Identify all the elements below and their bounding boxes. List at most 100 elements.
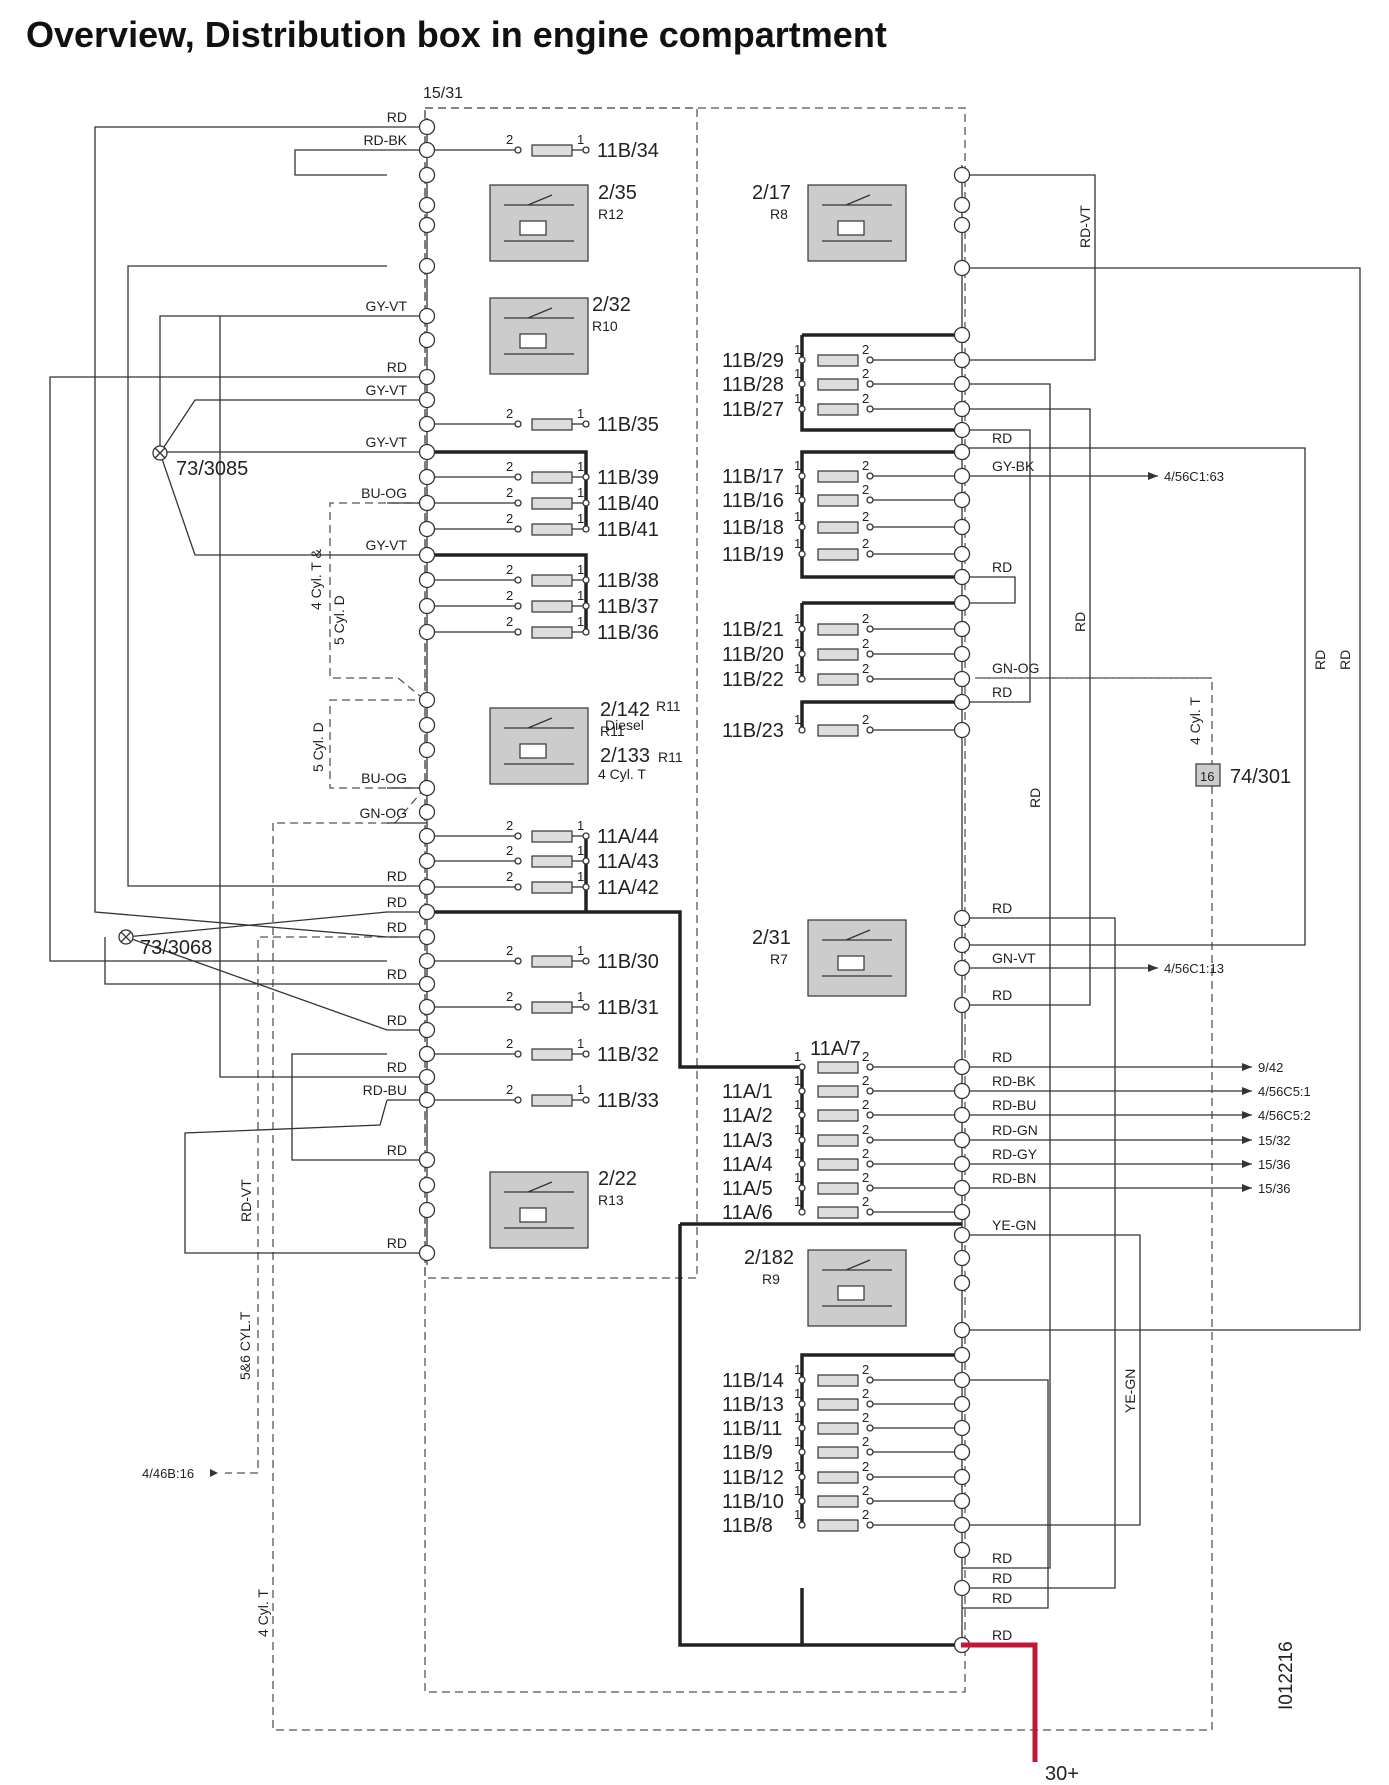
fuse-pin — [866, 472, 874, 480]
fuse-label-11b-32: 11B/32 — [597, 1044, 659, 1066]
fuse-pin — [798, 496, 806, 504]
fuse-pin — [798, 1136, 806, 1144]
terminal — [953, 467, 971, 485]
vertical-label: RD-VT — [238, 1179, 254, 1222]
fuse-pin — [866, 1400, 874, 1408]
destination-4-56c5-1: 4/56C5:1 — [1258, 1084, 1311, 1099]
fuse-label-11b-18: 11B/18 — [722, 517, 784, 539]
fuse-label-11a-42: 11A/42 — [597, 877, 659, 899]
fuse-11b-39 — [531, 471, 573, 484]
splice-73-3085-label: 73/3085 — [176, 458, 248, 480]
fuse-pin — [514, 1003, 522, 1011]
relay-code-2-31: R7 — [770, 951, 788, 967]
busbar — [678, 1224, 962, 1647]
terminal — [953, 1371, 971, 1389]
fuse-pin-label: 2 — [862, 536, 869, 551]
arrow-icon — [1242, 1184, 1252, 1192]
fuse-pin-label: 1 — [794, 509, 801, 524]
fuse-pin — [798, 472, 806, 480]
relay-contact-icon — [504, 717, 574, 765]
fuse-label-11a-4: 11A/4 — [722, 1154, 773, 1176]
terminal — [418, 571, 436, 589]
fuse-pin-label: 1 — [794, 1434, 801, 1449]
wire-color-gy-vt: GY-VT — [366, 382, 408, 398]
fuse-pin-label: 2 — [862, 636, 869, 651]
wire-color-rd: RD — [387, 919, 407, 935]
fuse-pin-label: 1 — [577, 943, 584, 958]
fuse-11b-17 — [817, 470, 859, 483]
wire-route — [49, 376, 387, 962]
busbar — [800, 1353, 962, 1525]
fuse-pin-label: 1 — [577, 614, 584, 629]
wire-color-gn-vt: GN-VT — [992, 950, 1036, 966]
fuse-pin-label: 1 — [794, 1073, 801, 1088]
fuse-pin-label: 1 — [794, 1097, 801, 1112]
fuse-pin — [798, 1111, 806, 1119]
fuse-label-11b-31: 11B/31 — [597, 997, 659, 1019]
fuse-pin-label: 2 — [862, 1434, 869, 1449]
fuse-11b-21 — [817, 623, 859, 636]
fuse-pin-label: 2 — [862, 1410, 869, 1425]
fuse-pin-label: 2 — [506, 1036, 513, 1051]
component-74-301-box — [1195, 763, 1221, 787]
relay-coil-icon — [519, 743, 547, 759]
fuse-pin — [582, 628, 590, 636]
fuse-pin — [582, 146, 590, 154]
fuse-pin-label: 2 — [862, 1073, 869, 1088]
terminal — [953, 670, 971, 688]
terminal — [418, 597, 436, 615]
fuse-11b-33 — [531, 1094, 573, 1107]
terminal — [953, 1346, 971, 1364]
terminal — [953, 491, 971, 509]
terminal — [418, 998, 436, 1016]
fuse-pin-label: 2 — [862, 1362, 869, 1377]
destination-4-56c5-2: 4/56C5:2 — [1258, 1108, 1311, 1123]
fuse-pin-label: 2 — [862, 391, 869, 406]
fuse-pin — [582, 525, 590, 533]
fuse-pin-label: 1 — [577, 1036, 584, 1051]
terminal — [953, 1131, 971, 1149]
fuse-11b-40 — [531, 497, 573, 510]
fuse-pin-label: 1 — [794, 536, 801, 551]
relay-note-4cyl: 4 Cyl. T — [598, 766, 646, 782]
fuse-pin-label: 1 — [794, 1170, 801, 1185]
fuse-label-11b-13: 11B/13 — [722, 1394, 784, 1416]
terminal — [953, 1419, 971, 1437]
wire-color-rd-bk: RD-BK — [992, 1073, 1036, 1089]
fuse-label-11b-22: 11B/22 — [722, 669, 784, 691]
fuse-pin — [866, 1136, 874, 1144]
wire-color-gy-vt: GY-VT — [366, 298, 408, 314]
terminal — [953, 620, 971, 638]
splice-73-3068-label: 73/3068 — [140, 937, 212, 959]
vertical-label: YE-GN — [1122, 1369, 1138, 1413]
fuse-11b-38 — [531, 574, 573, 587]
terminal — [418, 827, 436, 845]
fuse-11a-1 — [817, 1085, 859, 1098]
destination-9-42: 9/42 — [1258, 1060, 1283, 1075]
fuse-pin-label: 2 — [862, 661, 869, 676]
vertical-label: 4 Cyl. T — [1187, 697, 1203, 745]
splice-73-3085-cross — [154, 447, 166, 459]
vertical-label: 5 Cyl. D — [310, 722, 326, 772]
terminal — [953, 1321, 971, 1339]
terminal — [418, 391, 436, 409]
fuse-pin — [866, 1208, 874, 1216]
terminal — [953, 1058, 971, 1076]
wire-color-rd: RD — [387, 894, 407, 910]
fuse-pin — [582, 602, 590, 610]
fuse-pin — [866, 1424, 874, 1432]
terminal — [953, 1155, 971, 1173]
terminal — [418, 1176, 436, 1194]
fuse-pin — [514, 883, 522, 891]
terminal — [418, 166, 436, 184]
fuse-11b-30 — [531, 955, 573, 968]
wire-route — [294, 149, 387, 176]
wire-color-rd: RD — [992, 1570, 1012, 1586]
splice-73-3068-cross — [120, 931, 132, 943]
terminal — [953, 421, 971, 439]
wire-color-rd: RD — [992, 430, 1012, 446]
fuse-pin-label: 2 — [506, 943, 513, 958]
fuse-pin-label: 1 — [794, 366, 801, 381]
fuse-label-11b-20: 11B/20 — [722, 644, 784, 666]
